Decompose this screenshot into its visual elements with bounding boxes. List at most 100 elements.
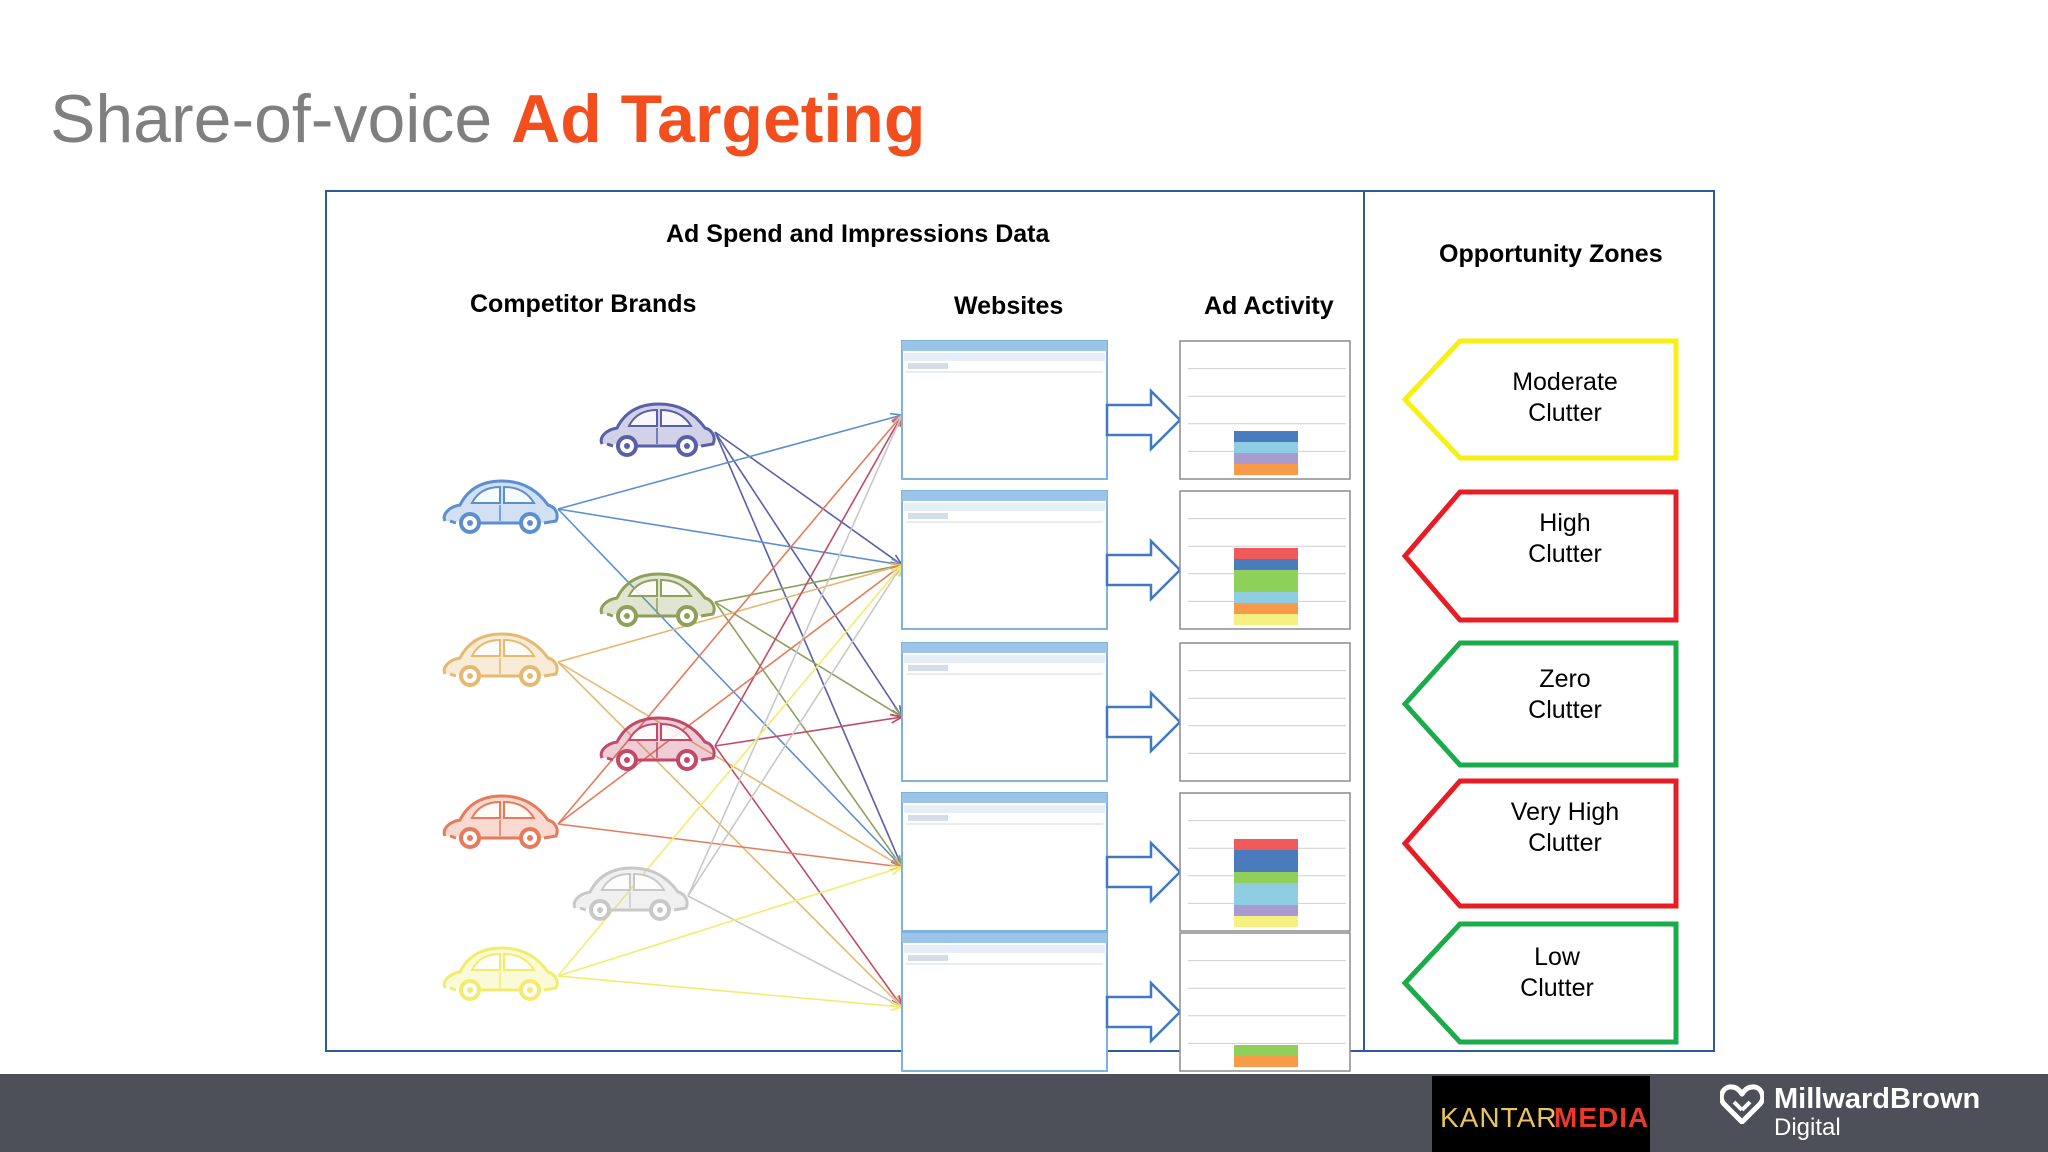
brand-site-link bbox=[557, 661, 903, 868]
media-word: MEDIA bbox=[1554, 1102, 1650, 1133]
browser-tab bbox=[908, 665, 948, 671]
ad-activity-chart bbox=[1179, 642, 1351, 782]
zone-label-line: Clutter bbox=[1528, 540, 1602, 568]
brand-site-link bbox=[714, 431, 903, 868]
browser-window bbox=[901, 340, 1108, 480]
millward-brown-name: MillwardBrown bbox=[1774, 1083, 1981, 1115]
activity-bar-segment bbox=[1234, 850, 1298, 861]
car-icon bbox=[442, 946, 560, 1001]
browser-tab bbox=[908, 815, 948, 821]
car-icon bbox=[442, 794, 560, 849]
activity-bar-segment bbox=[1234, 872, 1298, 883]
brand-site-link bbox=[557, 508, 903, 868]
brand-site-link bbox=[714, 431, 903, 566]
brand-site-link bbox=[557, 508, 903, 566]
browser-titlebar bbox=[902, 793, 1107, 803]
zones-heading: Opportunity Zones bbox=[1439, 240, 1663, 268]
browser-titlebar bbox=[902, 933, 1107, 943]
brand-site-link bbox=[714, 564, 903, 603]
zone-label-line: Moderate bbox=[1512, 368, 1618, 396]
panel-heading: Ad Spend and Impressions Data bbox=[666, 220, 1050, 248]
zone-label-very-high: Very High Clutter bbox=[1460, 797, 1670, 859]
website-thumbnail bbox=[901, 490, 1108, 630]
website-thumbnail bbox=[901, 642, 1108, 782]
car-icon bbox=[442, 479, 560, 534]
zone-label-high: High Clutter bbox=[1460, 508, 1670, 570]
browser-toolbar bbox=[904, 503, 1105, 511]
opportunity-zone-shape bbox=[1401, 489, 1679, 623]
millward-brown-sub: Digital bbox=[1774, 1114, 1841, 1141]
brand-site-link bbox=[687, 564, 903, 897]
brand-site-link bbox=[714, 601, 903, 718]
opportunity-zone-shape bbox=[1401, 778, 1679, 909]
activity-label: Ad Activity bbox=[1204, 292, 1334, 320]
website-thumbnail bbox=[901, 792, 1108, 932]
block-arrow-icon bbox=[1105, 537, 1182, 603]
brands-label: Competitor Brands bbox=[470, 290, 697, 318]
activity-bar-segment bbox=[1234, 592, 1298, 603]
zone-label-zero: Zero Clutter bbox=[1460, 664, 1670, 726]
activity-bar-segment bbox=[1234, 453, 1298, 464]
website-thumbnail bbox=[901, 340, 1108, 480]
zone-label-line: Clutter bbox=[1528, 696, 1602, 724]
car-icon bbox=[599, 572, 717, 627]
browser-window bbox=[901, 932, 1108, 1072]
activity-bar-segment bbox=[1234, 431, 1298, 442]
brand-site-link bbox=[687, 414, 903, 897]
brand-site-link bbox=[687, 895, 903, 1008]
activity-bar-segment bbox=[1234, 570, 1298, 581]
ad-activity-chart bbox=[1179, 340, 1351, 480]
page-title: Share-of-voice Ad Targeting bbox=[50, 78, 925, 160]
brand-site-link bbox=[714, 601, 903, 868]
brand-site-link bbox=[714, 745, 903, 1008]
browser-window bbox=[901, 792, 1108, 932]
browser-titlebar bbox=[902, 491, 1107, 501]
websites-label: Websites bbox=[954, 292, 1064, 320]
brand-site-link bbox=[557, 661, 903, 1008]
title-accent: Ad Targeting bbox=[511, 81, 926, 157]
millward-brown-heart-icon bbox=[1720, 1084, 1764, 1124]
browser-toolbar bbox=[904, 945, 1105, 953]
activity-bar-segment bbox=[1234, 861, 1298, 872]
activity-bar-segment bbox=[1234, 548, 1298, 559]
browser-window bbox=[901, 642, 1108, 782]
activity-bar-segment bbox=[1234, 1056, 1298, 1067]
kantar-word: KANTAR bbox=[1440, 1102, 1558, 1133]
activity-bar-segment bbox=[1234, 883, 1298, 894]
kantar-media-logo: KANTAR MEDIA bbox=[1432, 1076, 1650, 1152]
brand-site-link bbox=[714, 431, 903, 718]
browser-toolbar bbox=[904, 655, 1105, 663]
car-icon bbox=[572, 866, 690, 921]
block-arrow-icon bbox=[1105, 979, 1182, 1045]
car-icon bbox=[442, 632, 560, 687]
zone-label-line: Zero bbox=[1539, 665, 1591, 693]
browser-window bbox=[901, 490, 1108, 630]
zone-label-line: Clutter bbox=[1520, 974, 1594, 1002]
opportunity-zone-shape bbox=[1401, 640, 1679, 768]
brand-site-link bbox=[557, 414, 903, 825]
footer-bar bbox=[0, 1074, 2048, 1152]
brand-site-link bbox=[557, 564, 903, 825]
browser-tab bbox=[908, 513, 948, 519]
brand-site-link bbox=[557, 866, 903, 977]
zone-label-line: Low bbox=[1534, 943, 1580, 971]
brand-site-link bbox=[557, 564, 903, 663]
zone-label-line: Clutter bbox=[1528, 399, 1602, 427]
brand-site-link bbox=[557, 823, 903, 868]
zone-label-low: Low Clutter bbox=[1452, 942, 1662, 1004]
block-arrow-icon bbox=[1105, 387, 1182, 453]
activity-bar-segment bbox=[1234, 614, 1298, 625]
activity-bar-segment bbox=[1234, 916, 1298, 927]
activity-bar-segment bbox=[1234, 464, 1298, 475]
brand-site-link bbox=[557, 975, 903, 1008]
ad-activity-chart bbox=[1179, 932, 1351, 1072]
car-icon bbox=[599, 716, 717, 771]
activity-bar-segment bbox=[1234, 905, 1298, 916]
chart-frame bbox=[1179, 642, 1351, 782]
zone-label-line: High bbox=[1539, 509, 1591, 537]
ad-activity-chart bbox=[1179, 792, 1351, 932]
activity-bar-segment bbox=[1234, 894, 1298, 905]
browser-titlebar bbox=[902, 341, 1107, 351]
brand-website-links bbox=[557, 412, 905, 1012]
activity-bar-segment bbox=[1234, 559, 1298, 570]
